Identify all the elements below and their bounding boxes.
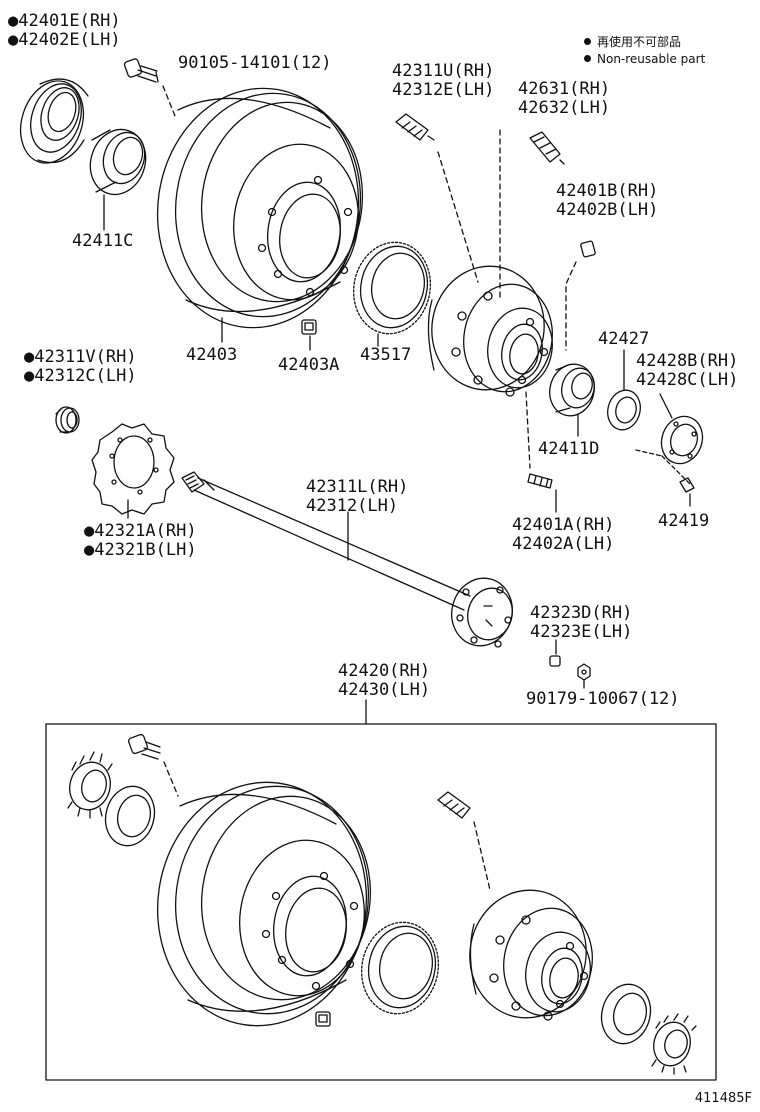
axle-hub [427, 265, 553, 469]
label-line: 42428B(RH) [636, 351, 739, 371]
label-42411d[interactable]: 42411D [538, 440, 599, 459]
axle-shaft-42311l [181, 471, 513, 648]
label-line: ●42312C(LH) [24, 366, 137, 386]
bearing-42411d [549, 363, 595, 437]
bullet-icon [584, 55, 591, 62]
race-42427 [607, 349, 641, 431]
assembly-race-right [600, 983, 652, 1045]
oil-seal-42401e [20, 78, 89, 164]
label-line: 42631(RH) [518, 79, 611, 99]
legend-row-jp: 再使用不可部品 [584, 34, 705, 51]
legend-non-reusable-jp: 再使用不可部品 [597, 35, 682, 49]
nut-90179 [577, 663, 591, 689]
label-line: 42419 [658, 511, 710, 531]
legend-non-reusable-en: Non-reusable part [597, 52, 706, 66]
assembly-hub-bolt [127, 733, 179, 797]
hub-bolt-90105 [123, 58, 176, 117]
label-42420[interactable]: 42420(RH) 42430(LH) [338, 662, 430, 700]
label-42631[interactable]: 42631(RH) 42632(LH) [518, 80, 610, 118]
seal-42311v [55, 406, 80, 434]
hub-stud-42631 [499, 129, 565, 301]
assembly-brake-drum [156, 781, 372, 1027]
assembly-race-left [104, 785, 156, 847]
assembly-axle-hub [469, 889, 593, 1021]
label-line: 42402B(LH) [556, 200, 659, 220]
hub-and-drum-assembly-box [45, 699, 717, 1081]
figure-number: 411485F [694, 1091, 752, 1106]
label-line: 42401A(RH) [512, 515, 615, 535]
label-line: 43517 [360, 345, 412, 365]
legend-row-en: Non-reusable part [584, 51, 705, 68]
stud-42401b [565, 240, 596, 351]
label-42401b[interactable]: 42401B(RH) 42402B(LH) [556, 182, 658, 220]
retainer-42428b [635, 393, 704, 485]
label-line: ●42321A(RH) [84, 521, 197, 541]
label-42323d[interactable]: 42323D(RH) 42323E(LH) [530, 604, 632, 642]
label-42427[interactable]: 42427 [598, 330, 649, 349]
label-42321a[interactable]: ●42321A(RH) ●42321B(LH) [84, 522, 197, 560]
bearing-42411c [89, 128, 147, 231]
label-line: 42311U(RH) [392, 61, 495, 81]
gasket-42321a [91, 423, 175, 519]
label-42403[interactable]: 42403 [186, 346, 237, 365]
assembly-stud-bolt [437, 791, 491, 891]
label-line: ●42311V(RH) [24, 347, 137, 367]
label-line: 42428C(LH) [636, 370, 739, 390]
hub-bolt-42311u [395, 113, 479, 283]
label-43517[interactable]: 43517 [360, 346, 411, 365]
label-42428b[interactable]: 42428B(RH) 42428C(LH) [636, 352, 738, 390]
stud-42401a [527, 473, 557, 513]
label-line: 90105-14101(12) [178, 53, 332, 73]
label-42403a[interactable]: 42403A [278, 356, 339, 375]
screw-42419 [679, 477, 695, 507]
label-42311l[interactable]: 42311L(RH) 42312(LH) [306, 478, 408, 516]
legend: 再使用不可部品 Non-reusable part [584, 34, 705, 68]
label-line: 42312(LH) [306, 496, 399, 516]
abs-rotor-43517 [352, 241, 432, 347]
label-line: 42430(LH) [338, 680, 431, 700]
label-42311v[interactable]: ●42311V(RH) ●42312C(LH) [24, 348, 137, 386]
label-line: ●42402E(LH) [8, 30, 121, 50]
label-line: 42312E(LH) [392, 80, 495, 100]
label-line: 90179-10067(12) [526, 689, 680, 709]
label-line: ●42401E(RH) [8, 11, 121, 31]
brake-drum-42403 [156, 87, 364, 343]
bullet-icon [584, 38, 591, 45]
label-line: 42420(RH) [338, 661, 431, 681]
label-90105[interactable]: 90105-14101(12) [178, 54, 332, 73]
label-42311u[interactable]: 42311U(RH) 42312E(LH) [392, 62, 494, 100]
assembly-bearing-left [67, 751, 113, 819]
label-line: 42401B(RH) [556, 181, 659, 201]
label-line: 42311L(RH) [306, 477, 409, 497]
assembly-plug [315, 1011, 331, 1027]
label-line: 42632(LH) [518, 98, 611, 118]
label-line: 42323E(LH) [530, 622, 633, 642]
label-42401e[interactable]: ●42401E(RH) ●42402E(LH) [8, 12, 121, 50]
label-line: 42323D(RH) [530, 603, 633, 623]
label-line: 42411D [538, 439, 600, 459]
cone-washer-42323d [549, 639, 561, 667]
label-line: 42411C [72, 231, 134, 251]
label-line: 42403 [186, 345, 238, 365]
plug-42403a [301, 319, 317, 351]
assembly-abs-rotor [360, 921, 440, 1015]
label-90179[interactable]: 90179-10067(12) [526, 690, 680, 709]
label-line: 42402A(LH) [512, 534, 615, 554]
label-42411c[interactable]: 42411C [72, 232, 133, 251]
label-42401a[interactable]: 42401A(RH) 42402A(LH) [512, 516, 614, 554]
assembly-bearing-right [651, 1013, 697, 1075]
label-line: 42403A [278, 355, 340, 375]
label-line: 42427 [598, 329, 650, 349]
label-line: ●42321B(LH) [84, 540, 197, 560]
label-42419[interactable]: 42419 [658, 512, 709, 531]
